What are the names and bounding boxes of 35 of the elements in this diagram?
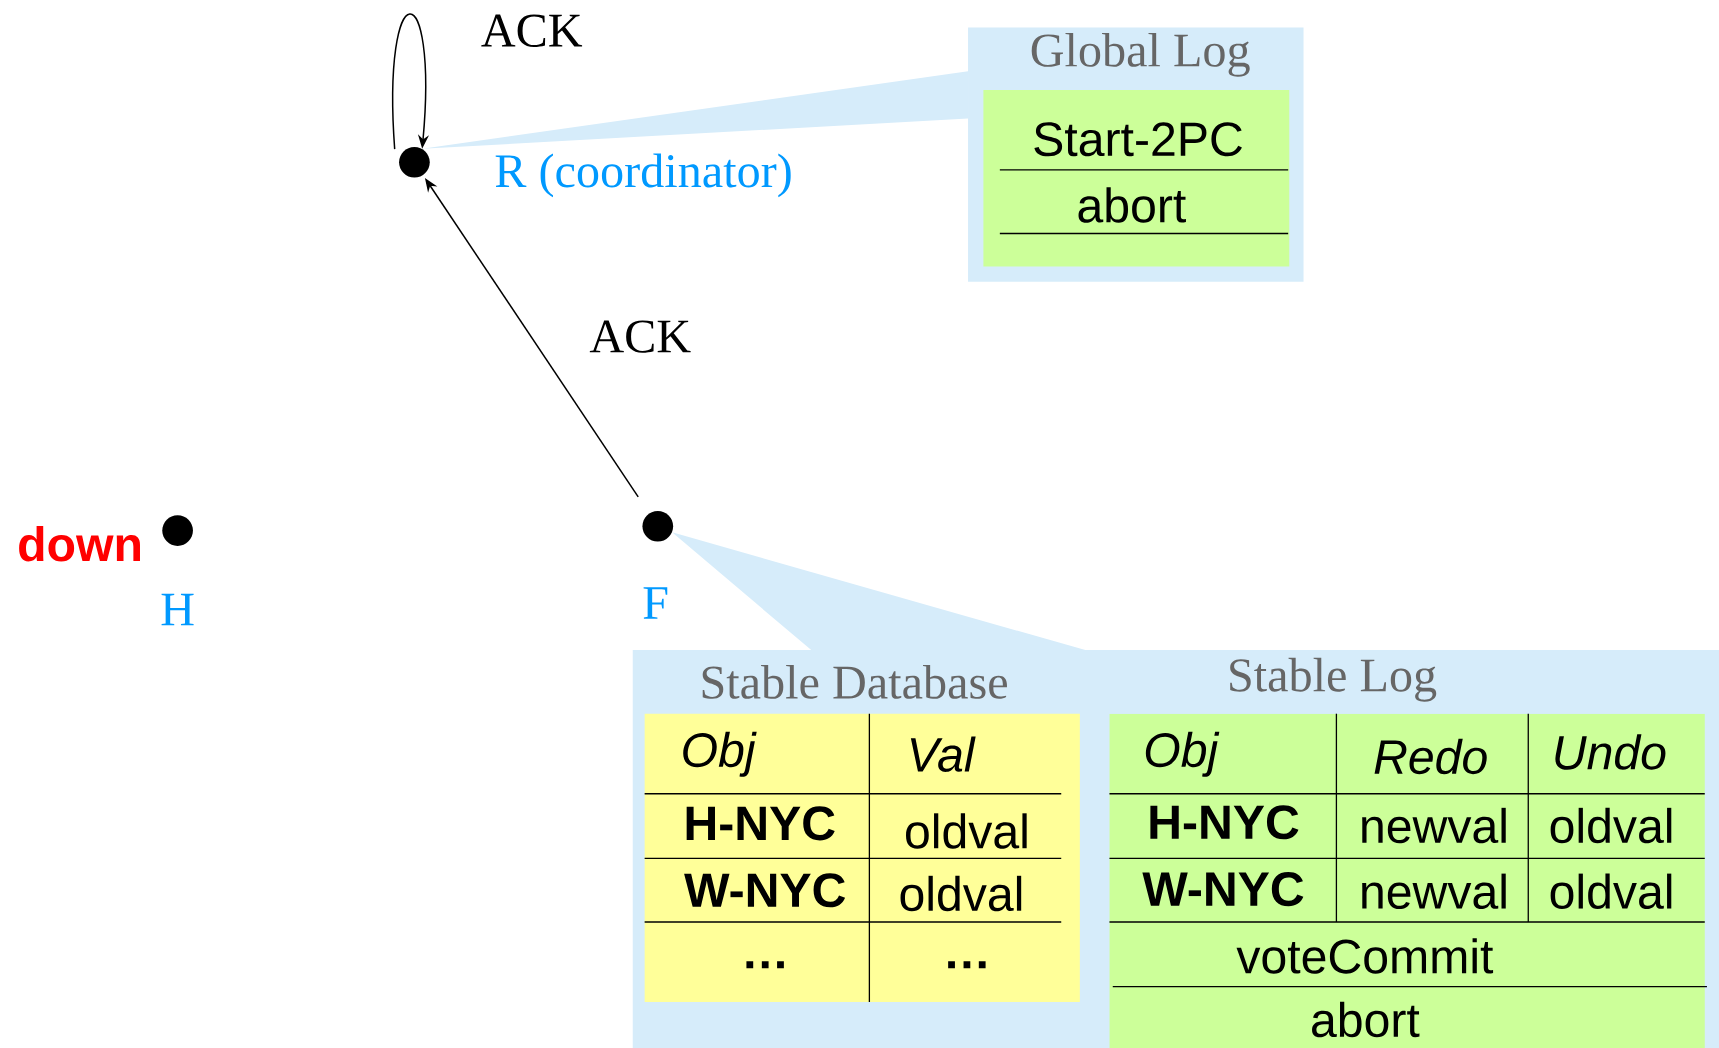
table-entry: W-NYC	[1142, 872, 1304, 907]
column-header: Redo	[1374, 738, 1487, 775]
edge-label: ACK	[588, 319, 693, 354]
table-entry: abort	[1312, 1001, 1420, 1038]
column-header: Obj	[683, 731, 757, 777]
table-entry: oldval	[1550, 873, 1672, 909]
table-entry: abort	[1078, 187, 1186, 223]
table-entry: H-NYC	[1150, 805, 1299, 840]
table-entry: …	[746, 961, 784, 969]
edge-label: ACK	[479, 13, 584, 48]
table-entry: W-NYC	[684, 873, 846, 908]
panel-heading: Global Log	[1031, 32, 1250, 77]
table-panel	[1109, 657, 1705, 1048]
table-entry: Start-2PC	[1034, 122, 1242, 157]
node-label: R (coordinator)	[495, 153, 791, 198]
table-entry: …	[948, 961, 986, 969]
table-entry: voteCommit	[1236, 938, 1494, 974]
column-header: Val	[910, 736, 976, 772]
column-header: Undo	[1555, 734, 1666, 770]
column-header: Obj	[1145, 731, 1220, 777]
node-label: H	[161, 593, 194, 626]
table-heading: Stable Database	[702, 664, 1007, 699]
callout-pointer	[422, 71, 969, 149]
table-entry: newval	[1362, 873, 1506, 909]
node-label: down	[19, 526, 140, 562]
table-heading: Stable Log	[1230, 657, 1437, 702]
table-entry: newval	[1362, 807, 1506, 844]
table-entry: H-NYC	[686, 806, 835, 841]
arrow	[392, 13, 430, 150]
table-entry: oldval	[906, 813, 1027, 849]
callout-pointer	[672, 532, 1086, 651]
node-label: F	[643, 587, 668, 619]
table-panel	[644, 664, 1080, 1002]
table-entry: oldval	[1550, 807, 1672, 844]
table-entry: oldval	[900, 875, 1022, 912]
